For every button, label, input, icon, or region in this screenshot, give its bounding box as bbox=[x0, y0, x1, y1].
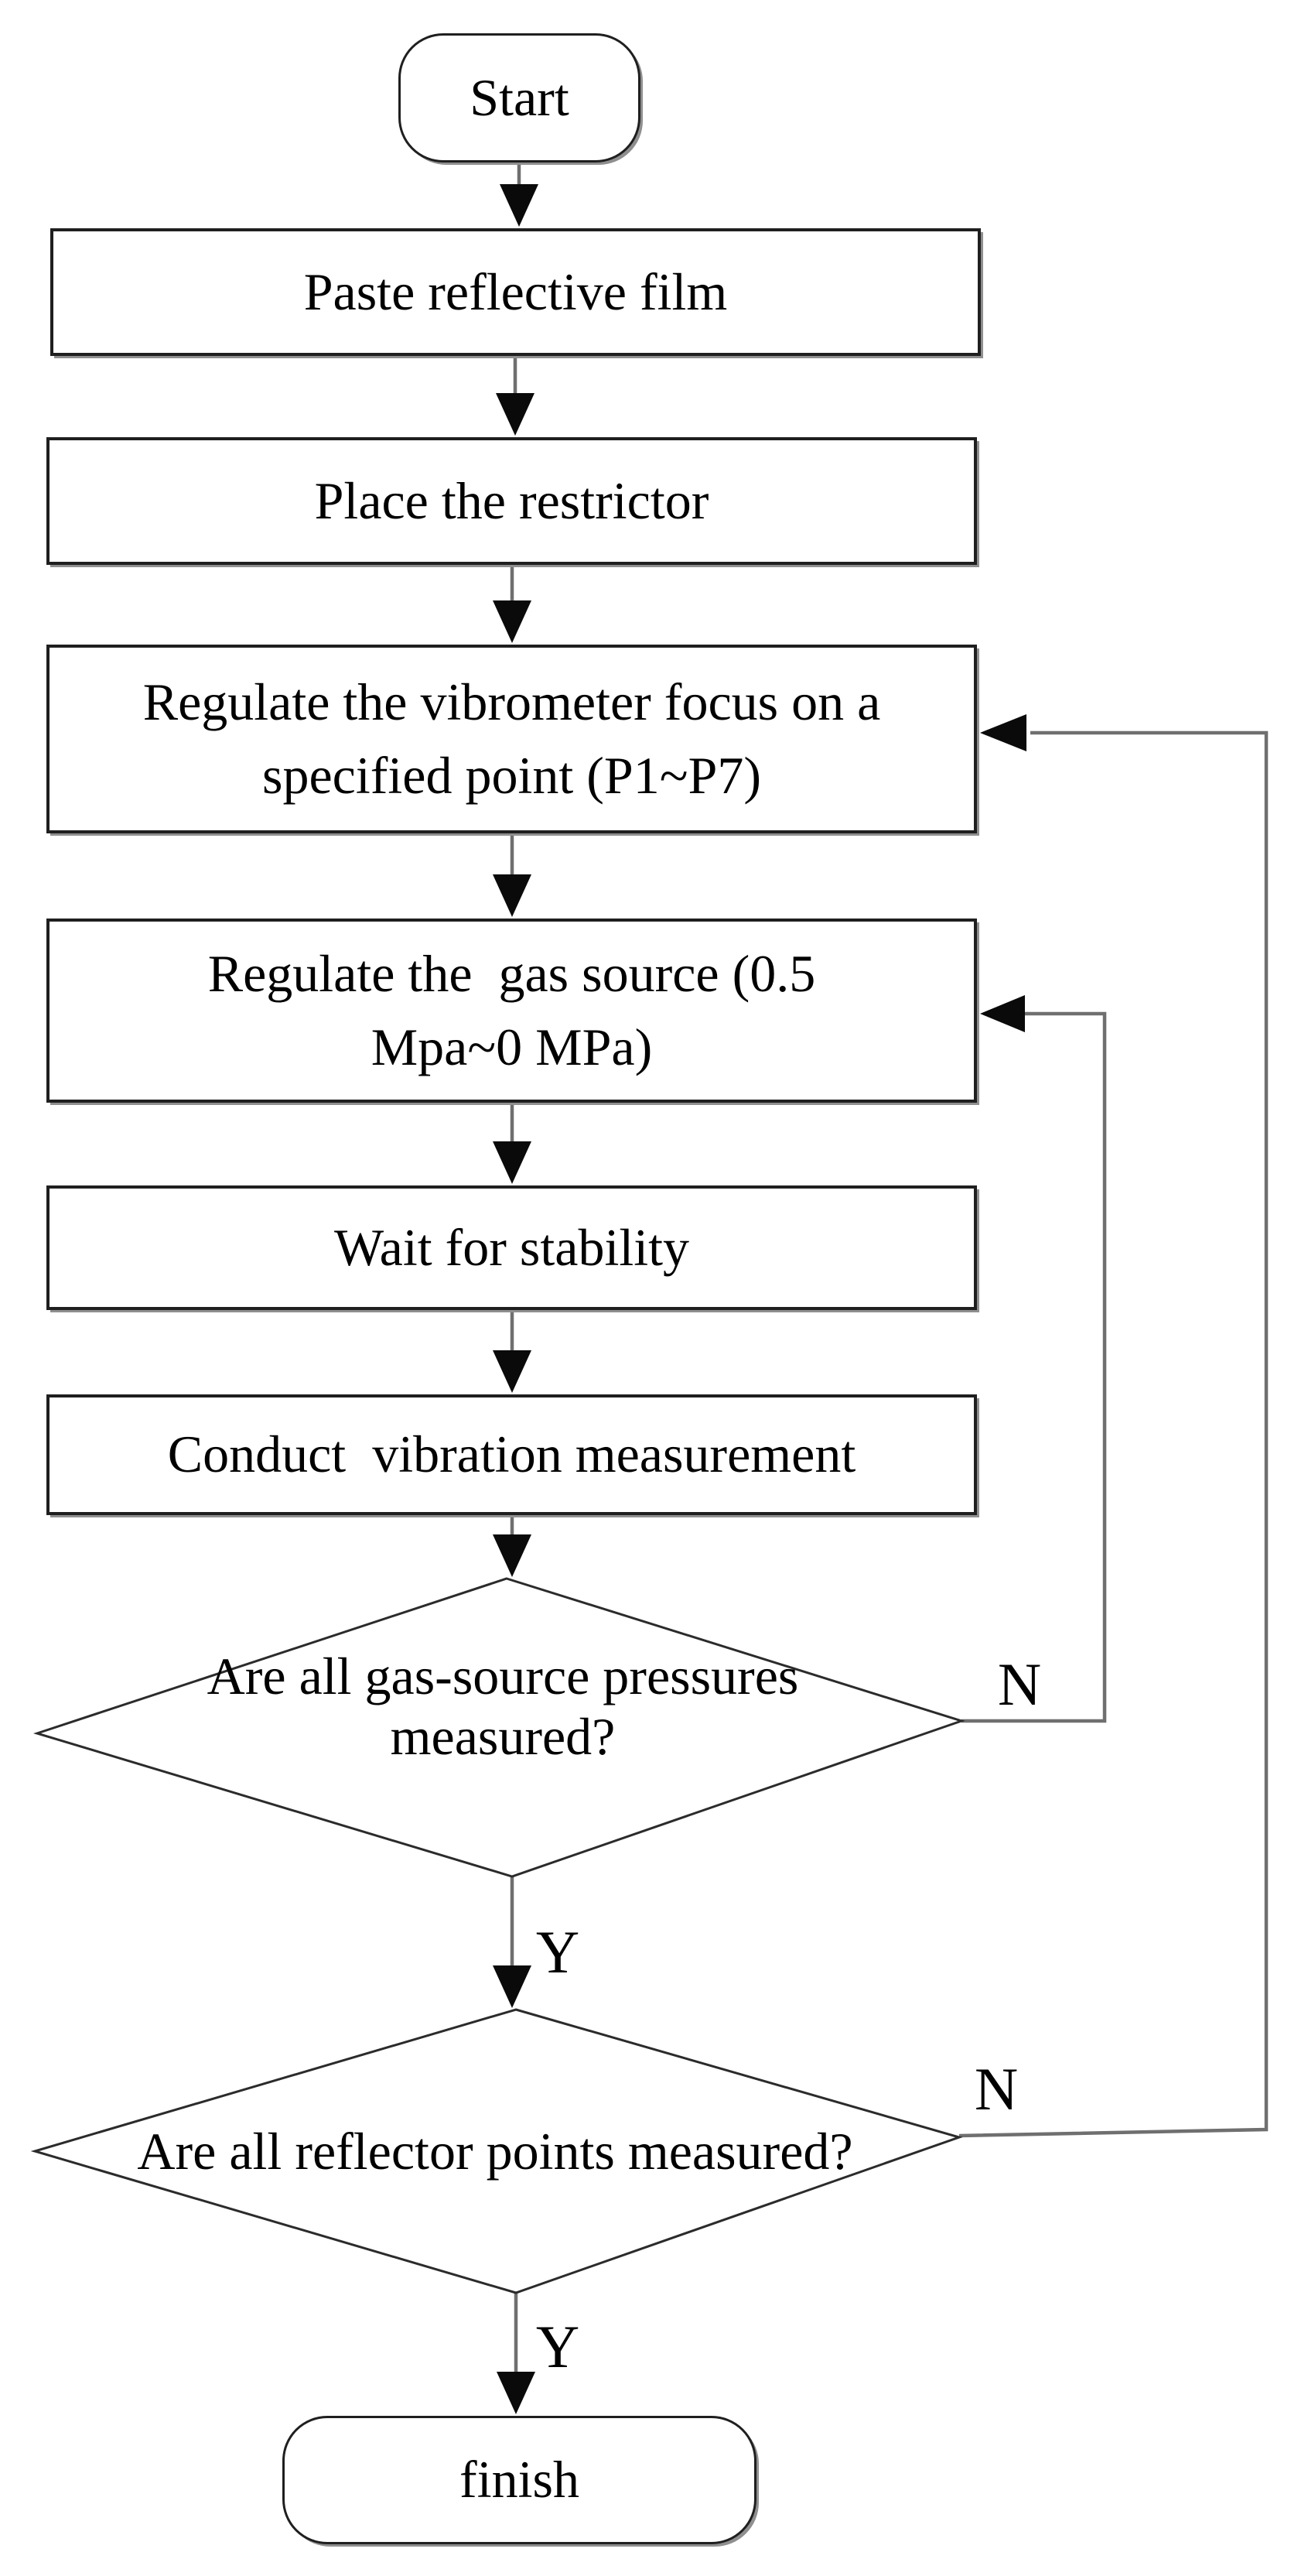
arrowhead-down-icon bbox=[497, 2372, 535, 2414]
decision-gas-diamond bbox=[33, 1577, 965, 1878]
decision-gas-no-label: N bbox=[997, 1651, 1042, 1718]
decision-reflector-diamond bbox=[30, 2008, 963, 2294]
node-start-label: Start bbox=[470, 67, 569, 127]
node-finish-label: finish bbox=[459, 2450, 579, 2509]
arrowhead-down-icon bbox=[493, 600, 531, 643]
decision-reflector-text: Are all reflector points measured? bbox=[31, 2082, 959, 2221]
arrowhead-down-icon bbox=[496, 393, 535, 436]
node-finish: finish bbox=[282, 2416, 756, 2544]
node-place-label: Place the restrictor bbox=[314, 470, 709, 530]
arrowhead-down-icon bbox=[500, 184, 538, 227]
arrowhead-down-icon bbox=[493, 1141, 531, 1184]
decision-gas-label-line1: Are all gas-source pressures bbox=[207, 1647, 799, 1705]
arrowhead-left-icon bbox=[980, 714, 1026, 751]
node-wait-label: Wait for stability bbox=[333, 1217, 690, 1277]
node-gas-label-line1: Regulate the gas source (0.5 bbox=[207, 943, 816, 1003]
connector-decision-reflector-no-loop bbox=[958, 730, 1269, 2138]
arrowhead-down-icon bbox=[493, 1965, 531, 2008]
decision-gas-label-line2: measured? bbox=[390, 1707, 616, 1766]
decision-reflector-no-label: N bbox=[974, 2055, 1019, 2123]
arrowhead-down-icon bbox=[493, 874, 531, 917]
node-gas-label-line2: Mpa~0 MPa) bbox=[371, 1018, 653, 1076]
node-place-restrictor: Place the restrictor bbox=[46, 437, 977, 565]
decision-gas-yes-label: Y bbox=[535, 1918, 580, 1986]
node-start: Start bbox=[398, 33, 640, 162]
node-conduct-vibration-measurement: Conduct vibration measurement bbox=[46, 1394, 977, 1515]
node-vibrometer-label-line2: specified point (P1~P7) bbox=[262, 746, 761, 805]
node-regulate-vibrometer: Regulate the vibrometer focus on a speci… bbox=[46, 645, 977, 833]
node-vibrometer-label-line1: Regulate the vibrometer focus on a bbox=[142, 672, 881, 731]
arrowhead-down-icon bbox=[493, 1534, 531, 1577]
arrowhead-left-icon bbox=[980, 995, 1025, 1032]
decision-gas-text: Are all gas-source pressures measured? bbox=[73, 1610, 932, 1803]
decision-reflector-yes-label: Y bbox=[535, 2313, 580, 2380]
decision-reflector-label: Are all reflector points measured? bbox=[137, 2122, 853, 2181]
connector-decision-gas-no-loop bbox=[961, 1011, 1107, 1723]
node-paste-reflective-film: Paste reflective film bbox=[50, 228, 981, 356]
node-wait-for-stability: Wait for stability bbox=[46, 1185, 977, 1310]
arrowhead-down-icon bbox=[493, 1350, 531, 1393]
node-conduct-label: Conduct vibration measurement bbox=[167, 1425, 856, 1484]
node-paste-label: Paste reflective film bbox=[303, 262, 728, 321]
node-regulate-gas-source: Regulate the gas source (0.5 Mpa~0 MPa) bbox=[46, 919, 977, 1103]
